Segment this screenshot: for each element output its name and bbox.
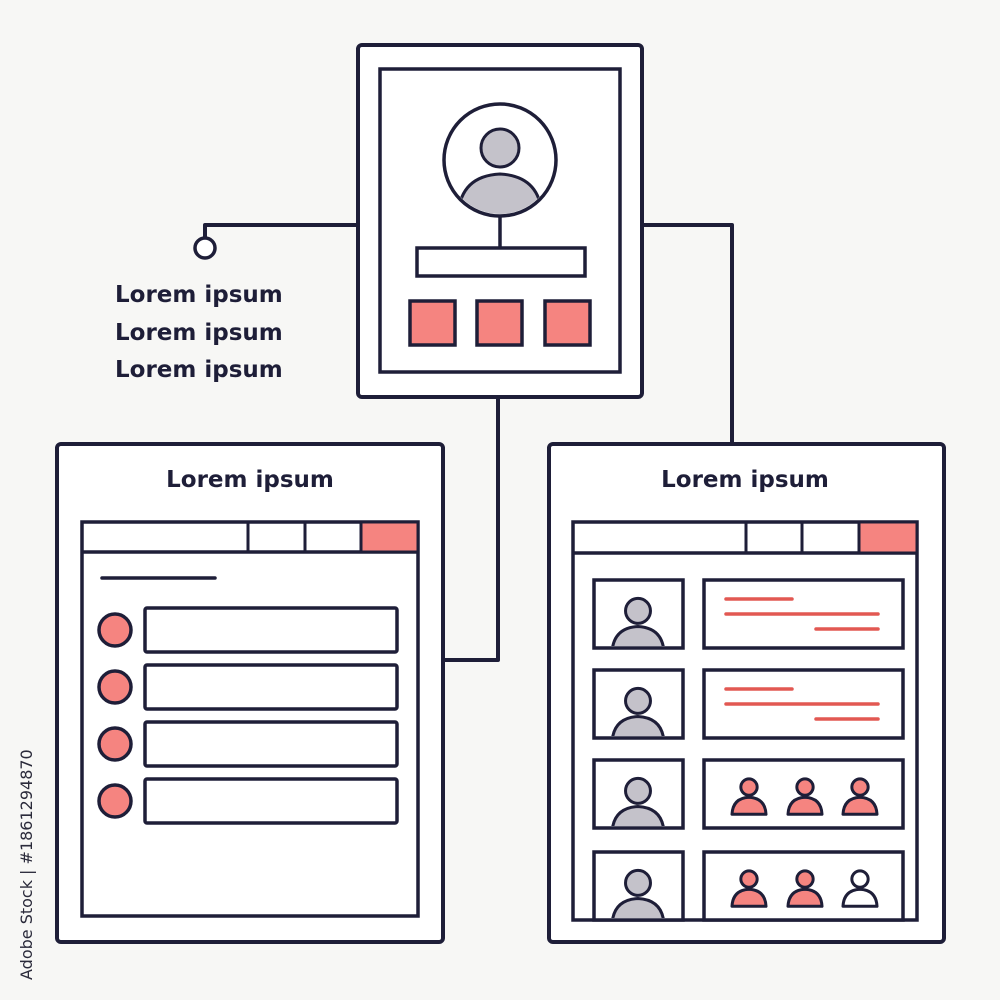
- list-item[interactable]: [97, 720, 399, 768]
- user-icon: [611, 596, 665, 646]
- profile-screen: [356, 43, 644, 399]
- people-icon-head: [739, 777, 759, 797]
- people-icon-body: [786, 887, 824, 908]
- avatar-head: [479, 127, 521, 169]
- list-bullet: [97, 783, 133, 819]
- people-icon-head: [850, 777, 870, 797]
- list-bullet: [97, 612, 133, 648]
- user-icon-body: [611, 897, 665, 918]
- user-avatar-icon[interactable]: [442, 102, 558, 218]
- user-icon-body: [611, 805, 665, 826]
- row-content[interactable]: [702, 578, 905, 650]
- list-item[interactable]: [97, 606, 399, 654]
- left-screen-title: Lorem ipsum: [166, 467, 334, 493]
- people-icon-body: [786, 795, 824, 816]
- row-content[interactable]: [702, 850, 905, 922]
- people-icon-body: [730, 795, 768, 816]
- user-icon: [611, 686, 665, 736]
- callout-line-2: Lorem ipsum: [115, 320, 283, 346]
- action-button-1[interactable]: [408, 299, 457, 347]
- row-avatar[interactable]: [592, 850, 685, 925]
- user-icon-body: [611, 625, 665, 646]
- list-field[interactable]: [143, 720, 399, 768]
- watermark-side-text: Adobe Stock | #1861294870: [17, 749, 36, 980]
- user-icon-body: [611, 715, 665, 736]
- people-icon: [730, 869, 768, 908]
- action-button-3[interactable]: [543, 299, 592, 347]
- table-row[interactable]: [592, 758, 905, 833]
- user-icon-head: [624, 868, 652, 897]
- left-screen: Lorem ipsum: [55, 442, 445, 944]
- row-content[interactable]: [702, 758, 905, 830]
- people-icon: [786, 869, 824, 908]
- left-screen-window: [80, 520, 420, 918]
- user-icon-head: [624, 686, 652, 715]
- right-rows: [592, 578, 905, 925]
- row-avatar[interactable]: [592, 758, 685, 833]
- list-bullet: [97, 726, 133, 762]
- user-icon-head: [624, 596, 652, 625]
- connector-callout-node: [193, 236, 217, 260]
- list-field[interactable]: [143, 777, 399, 825]
- list-field[interactable]: [143, 606, 399, 654]
- connectors: [193, 223, 734, 662]
- table-row[interactable]: [592, 578, 905, 653]
- user-icon: [611, 776, 665, 826]
- right-tab-active[interactable]: [857, 520, 919, 555]
- right-screen: Lorem ipsum: [547, 442, 946, 944]
- connector-left-screen: [441, 395, 500, 662]
- callout-line-1: Lorem ipsum: [115, 282, 283, 308]
- people-icon-head: [850, 869, 870, 889]
- people-icon-body: [841, 795, 879, 816]
- list-item[interactable]: [97, 777, 399, 825]
- right-screen-title: Lorem ipsum: [661, 467, 829, 493]
- row-content[interactable]: [702, 668, 905, 740]
- people-icon: [786, 777, 824, 816]
- row-avatar[interactable]: [592, 578, 685, 653]
- name-field[interactable]: [415, 246, 587, 278]
- connector-callout: [203, 223, 360, 240]
- list-bullet: [97, 669, 133, 705]
- people-icon-head: [795, 869, 815, 889]
- people-icon-body: [730, 887, 768, 908]
- left-tab-active[interactable]: [359, 520, 420, 554]
- list-item[interactable]: [97, 663, 399, 711]
- callout-line-3: Lorem ipsum: [115, 357, 283, 383]
- action-button-2[interactable]: [475, 299, 524, 347]
- left-list: [97, 606, 399, 825]
- row-avatar[interactable]: [592, 668, 685, 743]
- people-icon: [841, 777, 879, 816]
- profile-actions: [408, 299, 592, 347]
- connector-right-screen: [640, 223, 734, 447]
- people-icon-head: [739, 869, 759, 889]
- table-row[interactable]: [592, 668, 905, 743]
- people-icon: [841, 869, 879, 908]
- callout-text: Lorem ipsum Lorem ipsum Lorem ipsum: [115, 282, 283, 383]
- people-icon-head: [795, 777, 815, 797]
- user-icon-head: [624, 776, 652, 805]
- table-row[interactable]: [592, 850, 905, 925]
- row-content-frame: [702, 850, 905, 922]
- user-icon: [611, 868, 665, 918]
- list-field[interactable]: [143, 663, 399, 711]
- people-icon-body: [841, 887, 879, 908]
- people-icon: [730, 777, 768, 816]
